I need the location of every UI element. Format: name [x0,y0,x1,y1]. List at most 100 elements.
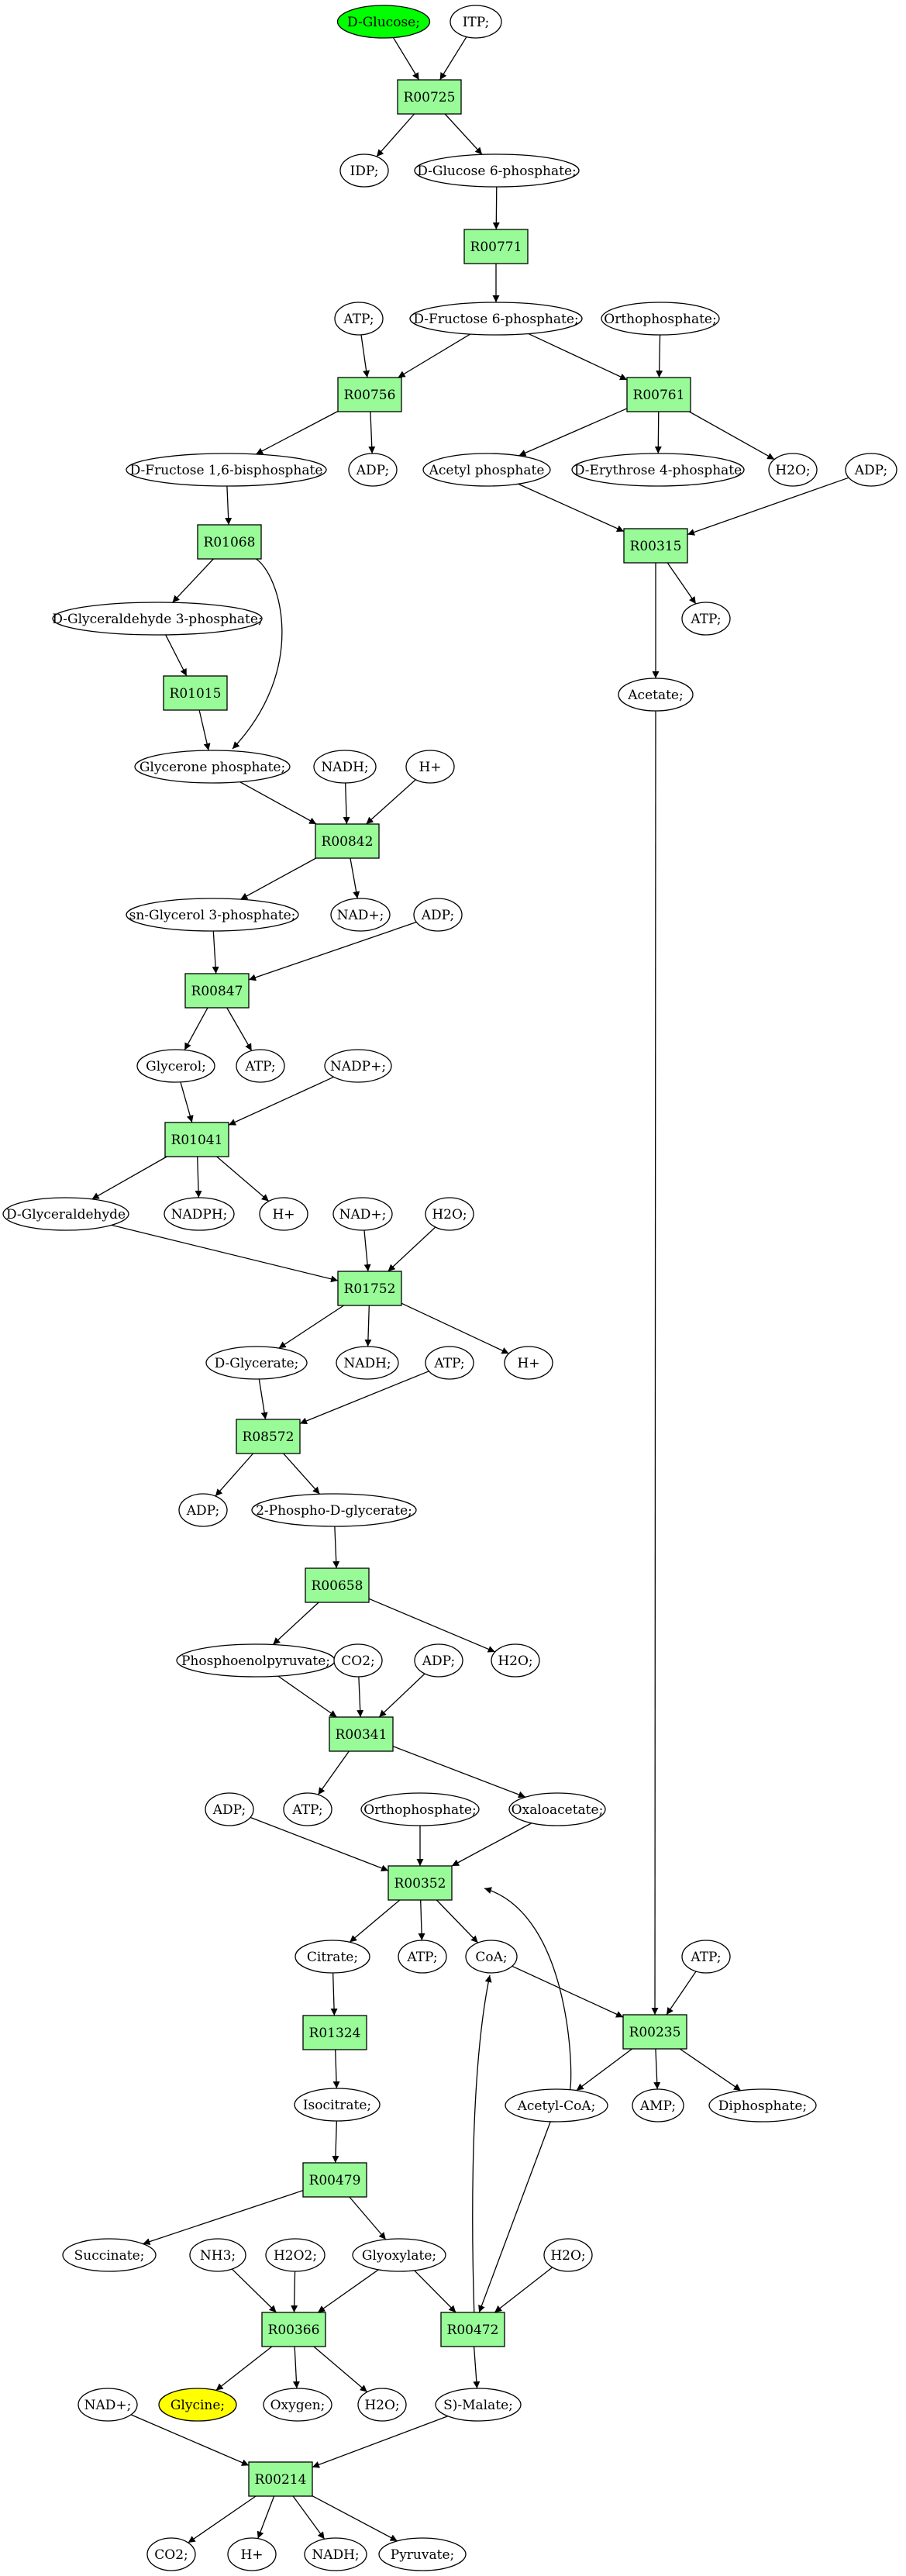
compound-node-c_adp1: ADP; [348,453,398,487]
reaction-box [623,528,688,564]
compound-ellipse [681,602,731,636]
compound-ellipse [571,453,745,487]
edge-r_r00761-to-c_e4p [654,411,662,454]
compound-ellipse [205,1792,254,1826]
compound-ellipse [78,2388,138,2422]
edge-r_r00658-to-c_pep [272,1602,319,1645]
compound-node-c_h3: H+ [504,1346,553,1380]
edge-c_atp4-to-r_r08572 [299,1371,429,1425]
compound-ellipse [62,2238,157,2272]
edge-c_fbp-to-r_r01068 [225,485,233,526]
compound-ellipse [405,750,455,784]
compound-node-c_nh3: NH3; [189,2238,246,2272]
node-label: Glyoxylate; [362,2248,436,2264]
node-label: R00472 [447,2323,499,2338]
node-label: Phosphoenolpyruvate; [181,1654,330,1669]
compound-node-c_h2: H+ [259,1197,308,1231]
edge-r_r00761-to-c_acp [518,408,628,457]
node-label: 2-Phospho-D-glycerate; [256,1503,412,1519]
reaction-node-r_r01752: R01752 [337,1271,402,1306]
node-label: R08572 [243,1429,295,1445]
node-label: ATP; [690,1950,721,1965]
compound-node-c_nadp3: NAD+; [78,2388,138,2422]
reaction-node-r_r01041: R01041 [164,1122,229,1157]
edge-r_r01068-to-c_gap [172,558,214,603]
compound-node-c_atp5: ATP; [283,1792,332,1826]
node-label: Diphosphate; [718,2098,807,2114]
compound-ellipse [2,1197,129,1231]
node-label: D-Glucose; [347,15,420,30]
edge-c_dglucose-to-r_r00725 [392,37,420,81]
node-label: NADP+; [330,1059,386,1074]
reaction-node-r_r00315: R00315 [623,528,688,564]
edge-r_r00341-to-c_atp5 [317,1750,350,1795]
edge-c_dhap-to-r_r00842 [239,781,317,825]
node-label: ATP; [244,1059,275,1074]
edge-r_r01752-to-c_dglycerate [278,1305,344,1349]
node-label: Oxygen; [270,2398,326,2413]
edge-r_r00479-to-c_glyoxylate [349,2196,387,2240]
reaction-node-r_r00658: R00658 [305,1567,370,1603]
compound-ellipse [136,1049,215,1083]
reaction-box [463,229,529,264]
compound-ellipse [205,1346,308,1380]
compound-ellipse [491,1643,540,1678]
reaction-node-r_r00756: R00756 [337,377,402,412]
node-label: ATP; [291,1802,322,1818]
node-label: R00771 [470,240,522,255]
compound-ellipse [236,1049,285,1083]
edge-c_nadp2-to-r_r01752 [363,1229,371,1272]
edge-c_nadpplus-to-r_r01041 [228,1076,334,1126]
compound-node-c_h2o3: H2O; [491,1643,540,1678]
compound-ellipse [178,1493,228,1527]
node-label: CO2; [154,2547,188,2563]
compound-node-c_oaa: Oxaloacetate; [508,1792,606,1826]
node-label: R00756 [344,388,396,403]
compound-ellipse [422,453,551,487]
node-label: Acetate; [627,688,683,703]
compound-node-c_gap: D-Glyceraldehyde 3-phosphate; [52,602,263,636]
compound-ellipse [360,1792,480,1826]
node-label: ADP; [854,463,887,478]
node-label: NAD+; [339,1207,387,1222]
node-label: R01752 [344,1281,396,1297]
node-label: CO2; [341,1654,375,1669]
compound-ellipse [414,153,580,188]
edge-c_atp1-to-r_r00756 [360,334,370,378]
node-label: NADPH; [171,1207,228,1222]
compound-ellipse [126,898,299,932]
node-label: R00725 [404,90,456,105]
edge-c_acp-to-r_r00315 [518,483,625,533]
edge-r_r00847-to-c_glycerol [184,1007,208,1050]
node-label: Glycine; [171,2398,225,2413]
reaction-node-r_r00842: R00842 [315,823,380,859]
node-label: D-Glycerate; [215,1356,299,1371]
compound-ellipse [601,302,720,336]
edge-r_r00352-to-c_citrate [349,1899,401,1943]
node-label: ATP; [343,312,374,327]
edge-r_r00352-to-c_coa [436,1899,479,1943]
compound-node-c_atp4: ATP; [425,1346,474,1380]
node-label: NAD+; [337,908,384,923]
compound-ellipse [164,1197,235,1231]
node-label: H2O; [775,463,810,478]
reaction-box [236,1419,301,1454]
node-label: R00315 [630,539,682,554]
compound-ellipse [251,1493,417,1527]
edge-c_h2o4-to-r_r00472 [494,2267,553,2313]
compound-node-c_oxygen: Oxygen; [263,2388,332,2422]
reaction-box [305,1567,370,1603]
compound-node-c_atp6: ATP; [398,1940,447,1974]
node-label: D-Glyceraldehyde [6,1207,126,1222]
compound-ellipse [543,2238,593,2272]
compound-ellipse [708,2088,817,2123]
node-label: Glycerone phosphate; [140,760,285,775]
reaction-node-r_r00214: R00214 [248,2461,313,2497]
compound-ellipse [294,2088,381,2122]
edge-c_adp3-to-r_r00847 [248,921,417,981]
edge-c_glc6p-to-r_r00771 [492,186,500,230]
node-label: ATP; [690,612,721,627]
node-label: ADP; [186,1503,219,1519]
compound-node-c_glycerol: Glycerol; [136,1049,215,1083]
